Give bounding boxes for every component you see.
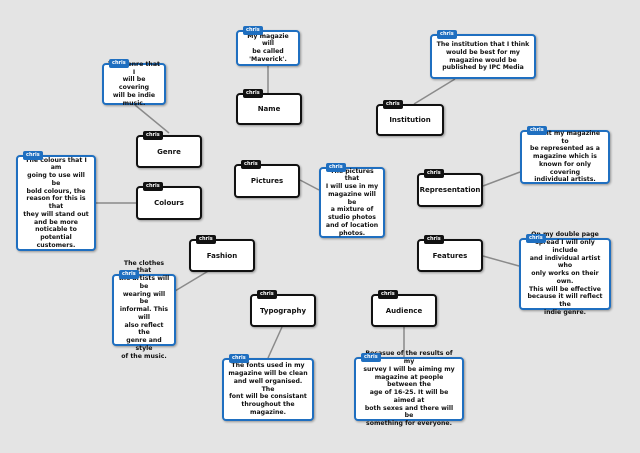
node-colours[interactable]: chris Colours [136,182,202,220]
note-name[interactable]: chris My magazie will be called 'Maveric… [236,26,300,66]
note-representation[interactable]: chris I want my magazine to be represent… [520,126,610,184]
author-tag: chris [378,290,398,299]
author-tag: chris [23,151,43,160]
author-tag: chris [437,30,457,39]
author-tag: chris [383,100,403,109]
author-tag: chris [143,182,163,191]
node-audience[interactable]: chris Audience [371,290,437,327]
note-genre[interactable]: chris The genre that I will be covering … [102,59,166,107]
author-tag: chris [424,169,444,178]
node-label: Fashion [206,251,238,260]
author-tag: chris [143,131,163,140]
author-tag: chris [109,59,129,68]
node-label: Features [432,251,468,260]
link-genre [134,104,170,134]
node-genre[interactable]: chris Genre [136,131,202,168]
node-label: Name [257,105,281,113]
note-text: The colours that I am going to use will … [23,156,89,249]
note-fashion[interactable]: chris The clothes that the artists will … [112,260,176,360]
note-institution[interactable]: chris The institution that I think would… [430,30,536,79]
node-features[interactable]: chris Features [417,235,483,272]
node-institution[interactable]: chris Institution [376,100,444,136]
node-label: Colours [154,199,184,207]
author-tag: chris [241,160,261,169]
node-fashion[interactable]: chris Fashion [189,235,255,272]
note-colours[interactable]: chris The colours that I am going to use… [16,151,96,251]
node-name[interactable]: chris Name [236,89,302,125]
link-institution [413,78,456,105]
note-text: On my double page spread I will only inc… [527,231,603,316]
note-text: The institution that I think would be be… [436,41,530,72]
author-tag: chris [257,290,277,299]
link-representation [482,171,521,187]
note-text: The pictures that I will use in my magaz… [325,167,379,237]
author-tag: chris [326,163,346,172]
node-label: Pictures [250,177,284,185]
link-typography [267,326,283,359]
node-representation[interactable]: chris Representation [417,169,483,207]
node-label: Typography [259,306,307,315]
node-label: Genre [157,147,181,156]
author-tag: chris [527,126,547,135]
link-features [482,255,520,267]
node-typography[interactable]: chris Typography [250,290,316,327]
note-pictures[interactable]: chris The pictures that I will use in my… [319,163,385,238]
note-text: Becasue of the results of my survey I wi… [363,350,455,427]
note-audience[interactable]: chris Becasue of the results of my surve… [354,350,464,427]
note-typography[interactable]: chris The fonts used in my magazine will… [222,354,314,421]
node-label: Institution [389,116,431,124]
node-pictures[interactable]: chris Pictures [234,160,300,198]
note-features[interactable]: chris On my double page spread I will on… [519,231,611,316]
author-tag: chris [243,89,263,98]
author-tag: chris [119,270,139,279]
author-tag: chris [361,353,381,362]
author-tag: chris [229,354,249,363]
link-pictures [299,179,320,191]
note-text: My magazie will be called 'Maverick'. [247,32,289,63]
author-tag: chris [526,234,546,243]
author-tag: chris [196,235,216,244]
note-text: The fonts used in my magazine will be cl… [228,362,308,416]
note-text: I want my magazine to be represented as … [530,129,601,184]
node-label: Audience [385,306,423,315]
node-label: Representation [419,186,481,194]
author-tag: chris [243,26,263,35]
author-tag: chris [424,235,444,244]
